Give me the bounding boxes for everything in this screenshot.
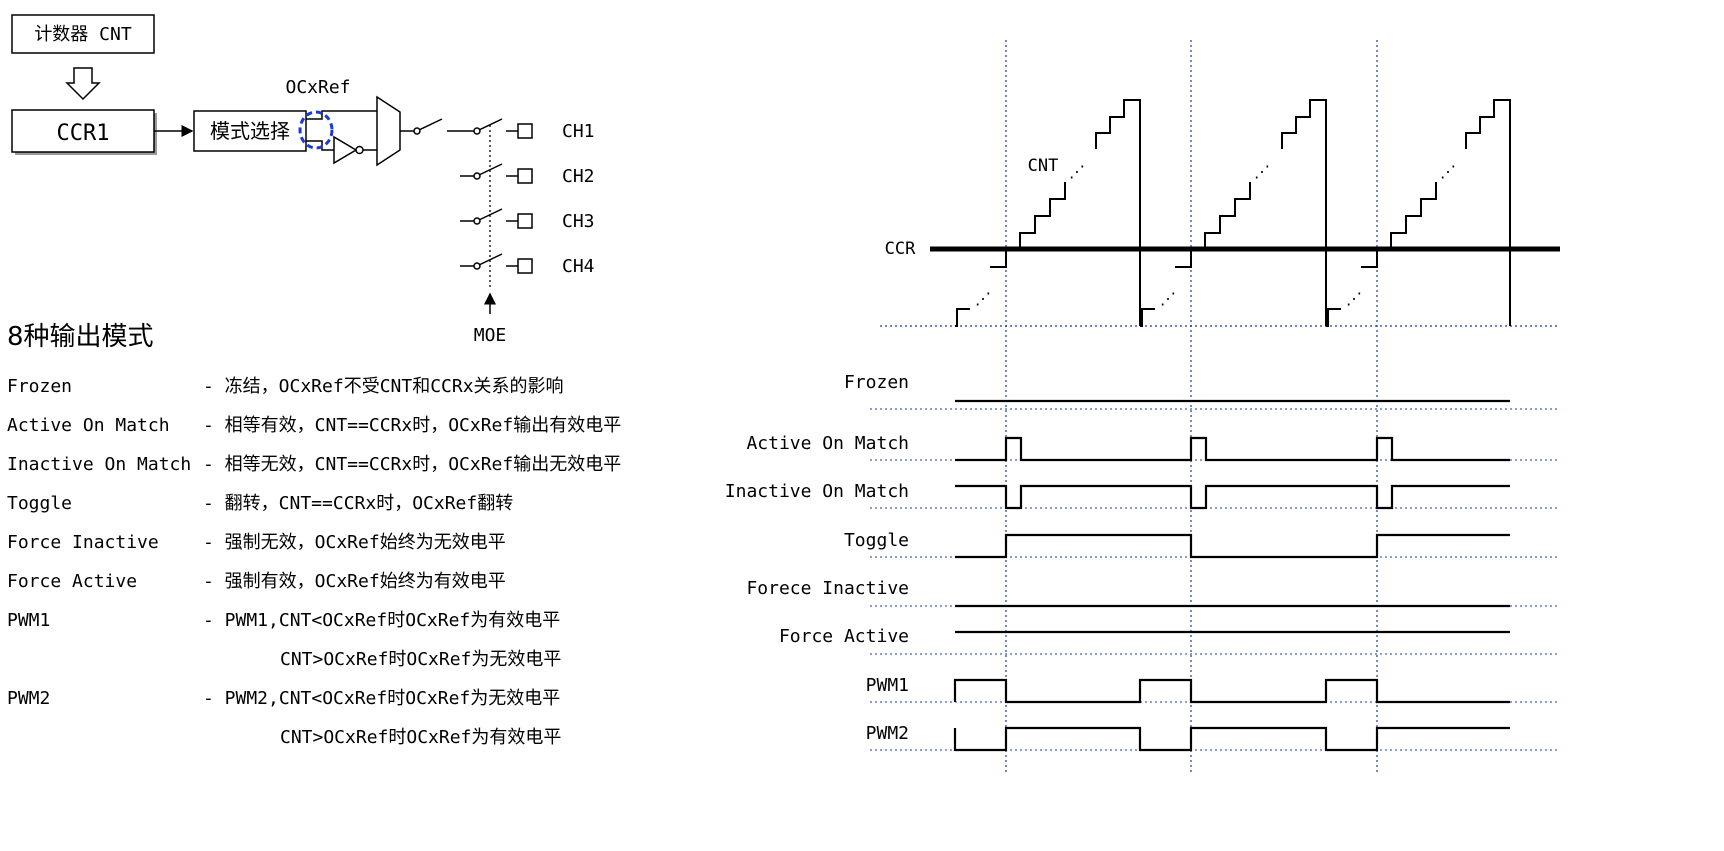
cnt-ramp-1-low-ellipsis: ⋰ [975, 289, 991, 308]
hollow-down-arrow-icon [65, 67, 101, 101]
cnt-ramp-1-mid-steps [1019, 182, 1066, 247]
switch-blade [418, 118, 443, 131]
cnt-ramp-2-high-ellipsis: ⋰ [1254, 162, 1270, 181]
channel-2-switch-pivot [473, 172, 481, 180]
signal-force-active-label: Force Active [779, 626, 909, 647]
signal-inactive-on-match-waveform [955, 484, 1510, 510]
cnt-ramp-3-top-steps [1465, 99, 1511, 326]
cnt-ramp-3-mid-steps [1390, 182, 1437, 247]
polarity-highlight-circle [298, 110, 334, 150]
cnt-ramp-1-top-steps [1095, 99, 1141, 326]
ccr1-box [11, 109, 155, 153]
cnt-ramp-2-mid-steps [1204, 182, 1251, 247]
mode-pwm1-name: PWM1 [7, 610, 50, 631]
channel-4-switch-blade [478, 253, 503, 266]
channel-2-label: CH2 [562, 166, 595, 187]
modes-heading: 8种输出模式 [7, 322, 154, 352]
direct-path-line [306, 110, 377, 120]
mode-force-active-name: Force Active [7, 571, 137, 592]
mode-select-box [193, 110, 307, 152]
time-markers [1005, 40, 1378, 775]
cnt-ramp-1-low-steps [955, 308, 970, 327]
mode-frozen-name: Frozen [7, 376, 72, 397]
signal-toggle-label: Toggle [844, 530, 909, 551]
signal-frozen-label: Frozen [844, 372, 909, 393]
mode-active-on-match-name: Active On Match [7, 415, 170, 436]
invert-path-line [306, 140, 334, 151]
moe-label: MOE [474, 325, 507, 346]
channel-1-label: CH1 [562, 121, 595, 142]
inverter-icon [333, 135, 358, 165]
cnt-ramp-3-cross-step [1361, 251, 1378, 268]
channel-4-label: CH4 [562, 256, 595, 277]
cnt-waveform: ⋰ ⋰ ⋰ ⋰ ⋰ ⋰ [880, 99, 1560, 327]
mode-frozen-desc: - 冻结，OCxRef不受CNT和CCRx关系的影响 [203, 376, 564, 397]
cnt-ramp-3-low-steps [1326, 308, 1341, 327]
mode-force-inactive-name: Force Inactive [7, 532, 159, 553]
mode-force-inactive-desc: - 强制无效，OCxRef始终为无效电平 [203, 532, 506, 553]
channel-3-switch-pivot [473, 217, 481, 225]
mode-inactive-on-match-desc: - 相等无效，CNT==CCRx时，OCxRef输出无效电平 [203, 454, 621, 475]
signal-pwm2-waveform [953, 726, 1510, 752]
mode-toggle-name: Toggle [7, 493, 72, 514]
channel-4-pin-icon [517, 258, 533, 274]
cnt-ramp-1-high-ellipsis: ⋰ [1069, 162, 1085, 181]
channel-2-pin-icon [517, 168, 533, 184]
signal-inactive-on-match-label: Inactive On Match [725, 481, 909, 502]
ccr-label: CCR [885, 239, 916, 259]
ccr1-label: CCR1 [57, 121, 110, 146]
channel-3-label: CH3 [562, 211, 595, 232]
signal-forece-inactive-label: Forece Inactive [746, 578, 909, 599]
mode-pwm1-desc-cont: CNT>OCxRef时OCxRef为无效电平 [280, 649, 561, 670]
mode-pwm2-desc-cont: CNT>OCxRef时OCxRef为有效电平 [280, 727, 561, 748]
mode-select-label: 模式选择 [210, 119, 290, 143]
ocxref-label: OCxRef [285, 77, 350, 98]
mode-pwm2-name: PWM2 [7, 688, 50, 709]
mux-icon [376, 95, 401, 167]
channel-3-pin-icon [517, 213, 533, 229]
modes-list: Frozen - 冻结，OCxRef不受CNT和CCRx关系的影响 Active O… [7, 376, 621, 748]
inverter-bubble [355, 145, 364, 155]
cnt-ramp-2-cross-step [1175, 251, 1192, 268]
signal-active-on-match-waveform [955, 436, 1510, 462]
signal-toggle-waveform [955, 533, 1510, 559]
mode-force-active-desc: - 强制有效，OCxRef始终为有效电平 [203, 571, 506, 592]
cnt-ramp-2-top-steps [1281, 99, 1327, 326]
counter-box [11, 14, 155, 54]
signal-active-on-match-label: Active On Match [746, 433, 909, 454]
channel-2-switch-blade [478, 163, 503, 176]
mode-toggle-desc: - 翻转，CNT==CCRx时，OCxRef翻转 [203, 493, 513, 514]
channel-3-switch-blade [478, 208, 503, 221]
channel-1-switch-pivot [473, 127, 481, 135]
channel-1-switch-blade [478, 118, 503, 131]
mode-active-on-match-desc: - 相等有效，CNT==CCRx时，OCxRef输出有效电平 [203, 415, 621, 436]
switch-pivot [413, 127, 421, 135]
cnt-ramp-3-high-ellipsis: ⋰ [1440, 162, 1456, 181]
cnt-ramp-2-low-steps [1140, 308, 1155, 327]
channel-4-switch-pivot [473, 262, 481, 270]
signal-pwm1-waveform [953, 678, 1510, 704]
mode-pwm1-desc: - PWM1,CNT<OCxRef时OCxRef为有效电平 [203, 610, 560, 631]
mode-pwm2-desc: - PWM2,CNT<OCxRef时OCxRef为无效电平 [203, 688, 560, 709]
signal-pwm1-label: PWM1 [866, 675, 909, 696]
mode-inactive-on-match-name: Inactive On Match [7, 454, 191, 475]
cnt-label: CNT [1028, 156, 1059, 176]
cnt-ramp-3-low-ellipsis: ⋰ [1346, 289, 1362, 308]
signal-pwm2-label: PWM2 [866, 723, 909, 744]
cnt-ramp-1-cross-step [990, 251, 1007, 268]
cnt-ramp-2-low-ellipsis: ⋰ [1160, 289, 1176, 308]
channel-1-pin-icon [517, 123, 533, 139]
counter-label: 计数器 CNT [34, 24, 132, 45]
